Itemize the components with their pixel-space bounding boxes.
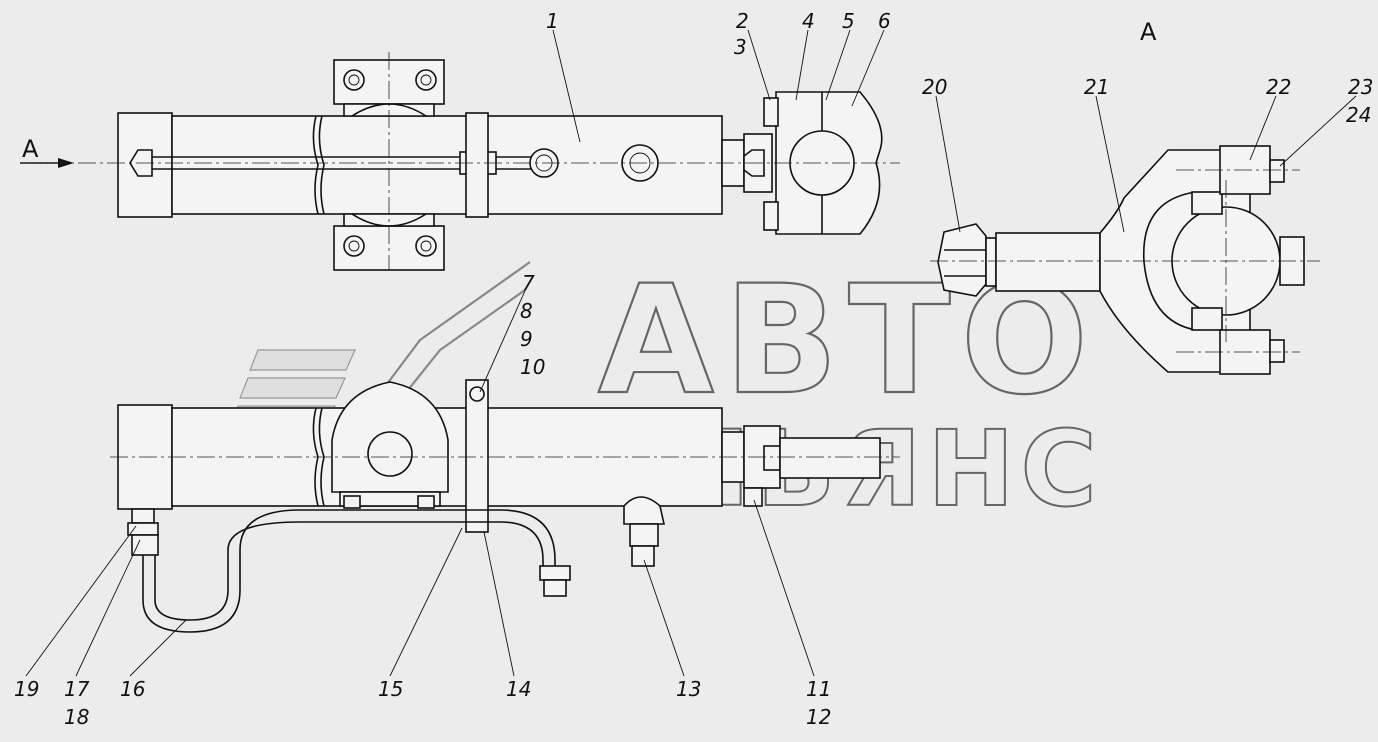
callout-20: 20 xyxy=(922,75,947,99)
view-a: A xyxy=(930,18,1320,375)
callout-2: 2 xyxy=(736,9,749,33)
hydraulic-pipe xyxy=(142,509,556,633)
callout-7: 7 xyxy=(522,271,535,295)
callout-18: 18 xyxy=(64,705,89,729)
callout-9: 9 xyxy=(520,327,533,351)
callout-4: 4 xyxy=(802,9,815,33)
rod-shank xyxy=(995,232,1101,292)
callout-19: 19 xyxy=(14,677,39,701)
callout-21: 21 xyxy=(1084,75,1109,99)
callout-1: 1 xyxy=(546,9,559,33)
clamp-bolts xyxy=(343,69,437,257)
callout-13: 13 xyxy=(676,677,701,701)
break-line-top xyxy=(312,115,319,215)
view-arrow-label: A xyxy=(22,135,39,163)
top-view: A xyxy=(20,52,900,271)
callout-15: 15 xyxy=(378,677,403,701)
callout-3: 3 xyxy=(734,35,747,59)
callout-22: 22 xyxy=(1266,75,1291,99)
side-view xyxy=(110,379,900,633)
callout-24: 24 xyxy=(1346,103,1371,127)
hex-nut-20 xyxy=(937,223,987,297)
callout-5: 5 xyxy=(842,9,855,33)
callout-6: 6 xyxy=(878,9,891,33)
callout-14: 14 xyxy=(506,677,531,701)
callout-23: 23 xyxy=(1348,75,1373,99)
callout-8: 8 xyxy=(520,299,533,323)
callout-16: 16 xyxy=(120,677,145,701)
callout-11: 11 xyxy=(806,677,831,701)
callout-10: 10 xyxy=(520,355,545,379)
callout-17: 17 xyxy=(64,677,90,701)
view-label: A xyxy=(1140,18,1157,46)
callout-numbers: 1 2 3 4 5 6 7 8 9 10 11 12 13 14 15 16 1… xyxy=(14,9,1373,729)
callout-12: 12 xyxy=(806,705,831,729)
leader-lines xyxy=(25,29,1357,677)
